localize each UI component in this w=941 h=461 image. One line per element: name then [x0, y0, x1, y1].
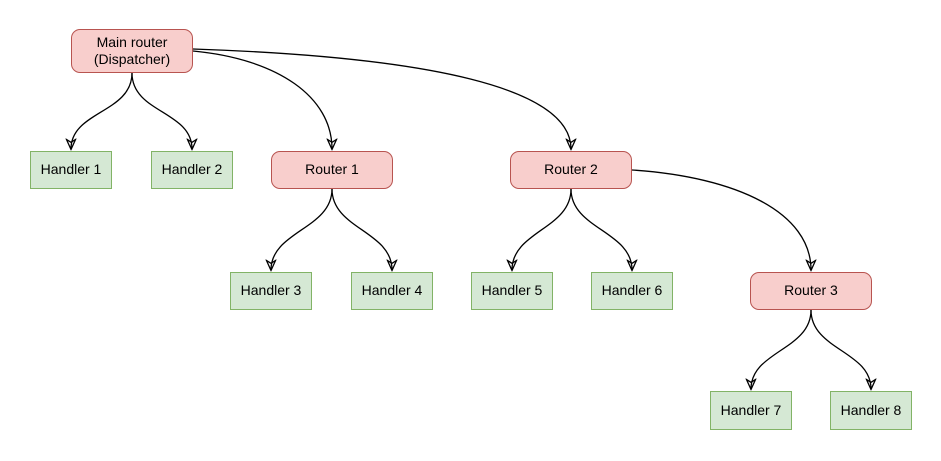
edge-main-to-router2 — [192, 48, 571, 149]
node-router-1: Router 1 — [271, 151, 393, 189]
edge-router3-to-handler7 — [751, 309, 812, 389]
node-handler-8: Handler 8 — [830, 391, 912, 430]
node-router-3: Router 3 — [750, 272, 872, 310]
node-handler-3: Handler 3 — [230, 272, 312, 310]
node-handler-1: Handler 1 — [30, 151, 112, 189]
edge-router2-to-router3 — [631, 169, 811, 270]
node-handler-4: Handler 4 — [351, 272, 433, 310]
edge-router1-to-handler4 — [331, 188, 392, 270]
edge-main-to-router1 — [192, 50, 332, 149]
edge-router2-to-handler5 — [512, 188, 572, 270]
node-main-router-dispatcher: Main router (Dispatcher) — [71, 29, 193, 73]
edge-main-to-handler1 — [71, 72, 133, 149]
edge-router1-to-handler3 — [271, 188, 333, 270]
node-handler-6: Handler 6 — [591, 272, 673, 310]
node-handler-7: Handler 7 — [710, 391, 792, 430]
edge-router3-to-handler8 — [810, 309, 871, 389]
node-router-2: Router 2 — [510, 151, 632, 189]
edge-router2-to-handler6 — [570, 188, 632, 270]
node-handler-2: Handler 2 — [151, 151, 233, 189]
node-handler-5: Handler 5 — [471, 272, 553, 310]
edge-main-to-handler2 — [131, 72, 192, 149]
